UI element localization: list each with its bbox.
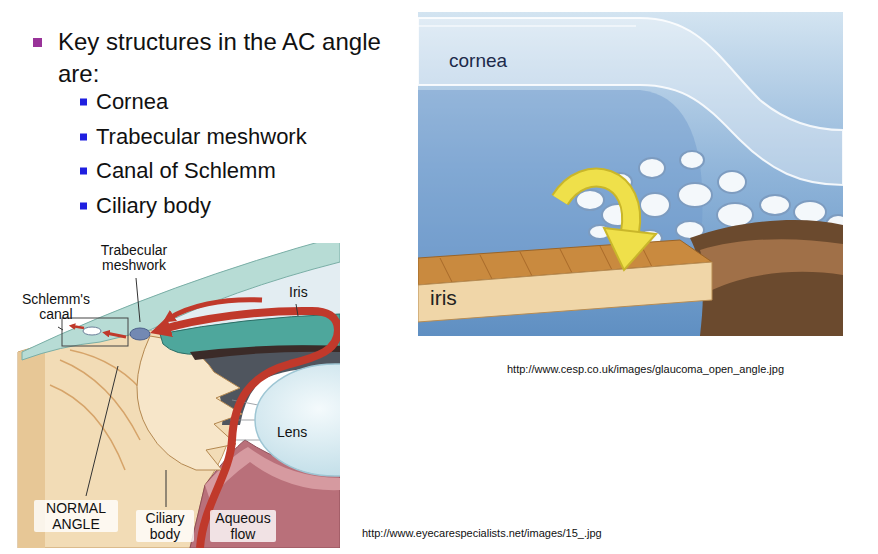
aqueous-flow-arrow [72,326,84,328]
source-url: http://www.eyecarespecialists.net/images… [362,527,602,540]
yellow-arrow-outline [560,178,631,232]
yellow-arrow [560,178,631,232]
trabecular-pore [639,158,665,178]
trabecular-pore [794,201,826,223]
iris-stripe [440,258,452,282]
bullet-square [80,168,87,175]
leader-line [296,304,298,316]
aqueous-flow-arrow [168,300,262,319]
schematic-ground [418,12,843,336]
part-label: Ciliary body [136,510,194,542]
list-item: Ciliary body [96,193,211,219]
schlemm-canal-shape [83,327,101,335]
open-angle-schematic [418,12,843,336]
trabecular-pore [576,190,604,210]
part-label: NORMAL ANGLE [34,500,118,532]
part-label: Schlemm's canal [16,292,96,323]
part-label: Lens [277,425,307,440]
ciliary-muscle-fibre [60,360,140,440]
iris-stripe [560,249,572,273]
iris-stripe [520,252,532,276]
ciliary-muscle-fibre [50,385,125,470]
ciliary-body-shape [690,220,843,336]
iris-stripe [480,255,492,279]
part-label: cornea [449,50,507,73]
lens-shape [255,364,340,476]
part-label: Trabecular meshwork [88,243,180,274]
iris-front-face [418,262,712,322]
trabecular-pore [678,183,712,207]
cornea-highlight [418,25,636,27]
trabecular-meshwork-shape [130,328,150,340]
trabecular-pore [640,193,670,217]
part-label: Aqueous flow [210,510,276,542]
angle-cross-section [18,243,340,548]
part-label: iris [430,285,457,310]
list-item: Canal of Schlemm [96,158,276,184]
cornea-slab [418,18,843,185]
trabecular-pore [680,151,704,169]
leader-line [58,327,63,330]
aqueous-flow-arrow [106,333,126,337]
list-heading: Key structures in the AC angle are: [58,26,393,91]
list-item: Cornea [96,89,168,115]
leader-line [136,278,140,322]
list-item: Trabecular meshwork [96,124,307,150]
ciliary-body-highlight [700,239,843,290]
leader-line [86,366,118,496]
bullet-square [80,203,87,210]
chamber-shade [418,90,703,262]
trabecular-pore [717,203,753,227]
trabecular-pore [760,195,790,215]
bullet-square [80,134,87,141]
iris-stripe [600,246,612,270]
part-label: Iris [289,285,308,300]
bullet-square [33,38,42,47]
trabecular-pore [718,171,746,193]
leader-line [166,470,167,507]
source-url: http://www.cesp.co.uk/images/glaucoma_op… [507,363,784,376]
yellow-arrow-head [604,228,656,270]
bullet-square [80,99,87,106]
